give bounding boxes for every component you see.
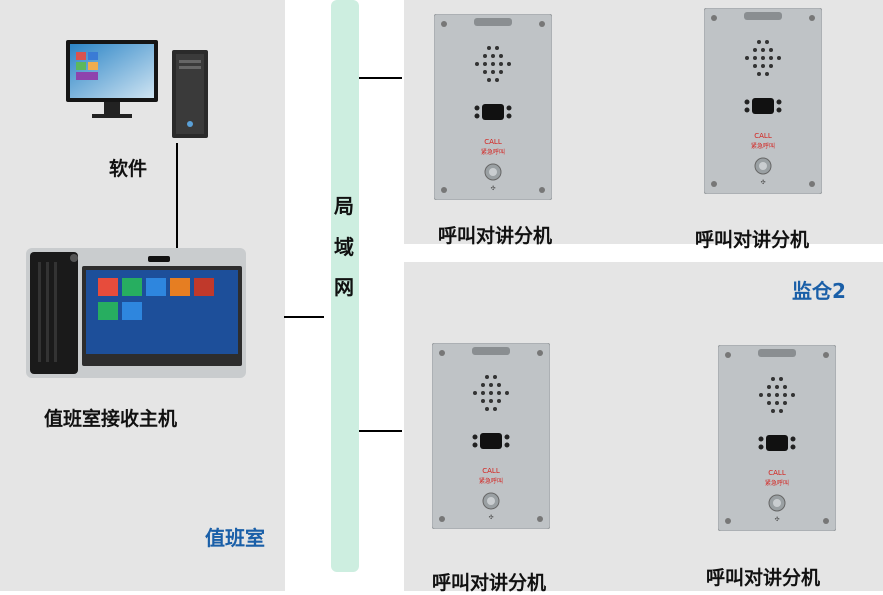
intercom-label-2: 呼叫对讲分机 (695, 229, 810, 251)
lan-label-3: 网 (334, 275, 354, 299)
intercom-unit-4[interactable]: ✣ CALL 紧急呼叫 (717, 344, 837, 532)
call-text: CALL (754, 132, 772, 140)
svg-text:✣: ✣ (774, 516, 779, 523)
duty-room-label: 值班室 (205, 526, 265, 550)
link-lan-top (359, 77, 402, 79)
svg-text:✣: ✣ (760, 179, 765, 186)
lan-bar (331, 0, 359, 572)
call-sub: 紧急呼叫 (764, 480, 789, 487)
svg-text:✣: ✣ (490, 185, 495, 192)
call-sub: 紧急呼叫 (478, 478, 503, 485)
intercom-unit-3[interactable]: ✣ CALL 紧急呼叫 (431, 342, 551, 530)
svg-text:✣: ✣ (488, 514, 493, 521)
software-label: 软件 (109, 158, 148, 180)
call-sub: 紧急呼叫 (750, 143, 775, 150)
intercom-label-3: 呼叫对讲分机 (432, 572, 547, 594)
link-lan-bottom (359, 430, 402, 432)
link-host-lan (284, 316, 324, 318)
link-software-host (176, 143, 178, 248)
host-console (26, 248, 246, 378)
call-text: CALL (484, 138, 502, 146)
computer-icon (64, 38, 214, 142)
call-text: CALL (768, 469, 786, 477)
host-label: 值班室接收主机 (44, 408, 178, 430)
lan-label-1: 局 (334, 194, 354, 218)
intercom-label-1: 呼叫对讲分机 (438, 225, 553, 247)
intercom-label-4: 呼叫对讲分机 (706, 567, 821, 589)
call-sub: 紧急呼叫 (480, 149, 505, 156)
intercom-unit-1[interactable]: ✣ CALL 紧急呼叫 (433, 13, 553, 201)
cell-label: 监仓2 (792, 279, 846, 303)
intercom-unit-2[interactable]: ✣ CALL 紧急呼叫 (703, 7, 823, 195)
call-text: CALL (482, 467, 500, 475)
lan-label-2: 域 (334, 235, 354, 259)
